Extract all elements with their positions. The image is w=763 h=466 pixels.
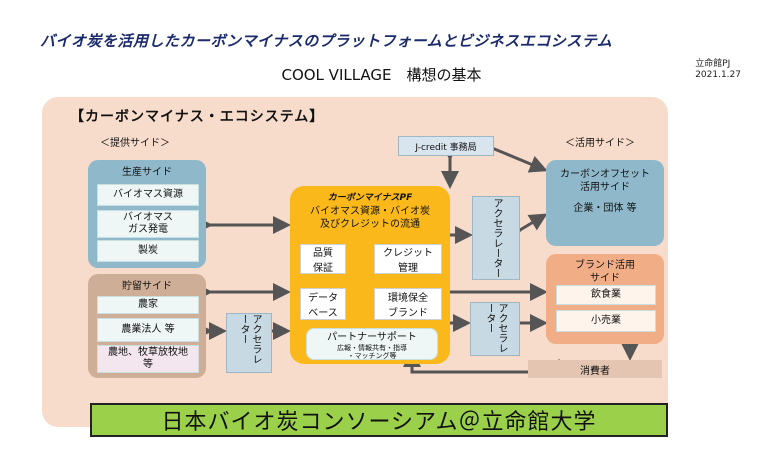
panel-title: 【カーボンマイナス・エコシステム】 — [70, 109, 325, 125]
brand-item-restaurants: 飲食業 — [556, 285, 656, 305]
partner-support-detail: 広報・情報共有・指導 ・マッチング等 — [337, 344, 407, 360]
production-item-gas-power: バイオマス ガス発電 — [97, 210, 199, 238]
storage-item-corporations: 農業法人 等 — [97, 318, 199, 342]
platform-credit-management: クレジット 管理 — [374, 244, 442, 274]
platform-partner-support: パートナーサポート 広報・情報共有・指導 ・マッチング等 — [306, 328, 438, 360]
accelerator-left: アクセラレーター — [226, 313, 272, 373]
page-title: バイオ炭を活用したカーボンマイナスのプラットフォームとビジネスエコシステム — [40, 32, 613, 50]
platform-environment-brand: 環境保全 ブランド — [374, 288, 442, 320]
project-tag: 立命館PJ 2021.1.27 — [695, 59, 741, 81]
provider-side-label: ＜提供サイド＞ — [100, 138, 170, 149]
arrow-jcredit-offset — [491, 146, 548, 173]
offset-side-detail: 企業・団体 等 — [573, 203, 637, 214]
arrow-accelerator-offset — [502, 213, 548, 246]
accelerator-bottom: アクセラレーター — [470, 302, 520, 356]
platform-subtitle: バイオマス資源・バイオ炭 及びクレジットの流通 — [310, 206, 430, 230]
accelerator-middle: アクセラレーター — [472, 196, 520, 280]
platform-quality-assurance: 品質 保証 — [300, 244, 346, 274]
offset-side-title: カーボンオフセット 活用サイド — [560, 169, 650, 193]
project-tag-date: 2021.1.27 — [695, 70, 741, 80]
project-tag-name: 立命館PJ — [695, 59, 731, 69]
page-subtitle: COOL VILLAGE 構想の基本 — [281, 66, 482, 84]
platform-database: データ ベース — [300, 288, 346, 320]
consumer-box: 消費者 — [528, 360, 662, 378]
storage-item-farmers: 農家 — [97, 296, 199, 314]
brand-side-title: ブランド活用 サイド — [575, 260, 635, 284]
brand-item-retail: 小売業 — [556, 310, 656, 332]
production-side-title: 生産サイド — [122, 167, 172, 178]
user-side-label: ＜活用サイド＞ — [565, 138, 635, 149]
storage-side-title: 貯留サイド — [122, 281, 172, 292]
offset-side-box: カーボンオフセット 活用サイド 企業・団体 等 — [546, 160, 664, 246]
jcredit-office: J-credit 事務局 — [398, 136, 494, 156]
storage-item-farmland: 農地、牧草放牧地 等 — [97, 345, 199, 373]
platform-title: カーボンマイナスPF — [327, 193, 413, 203]
partner-support-title: パートナーサポート — [327, 332, 417, 343]
production-item-biomass: バイオマス資源 — [97, 184, 199, 206]
production-item-charcoal: 製炭 — [97, 240, 199, 262]
consortium-banner: 日本バイオ炭コンソーシアム＠立命館大学 — [90, 403, 668, 437]
